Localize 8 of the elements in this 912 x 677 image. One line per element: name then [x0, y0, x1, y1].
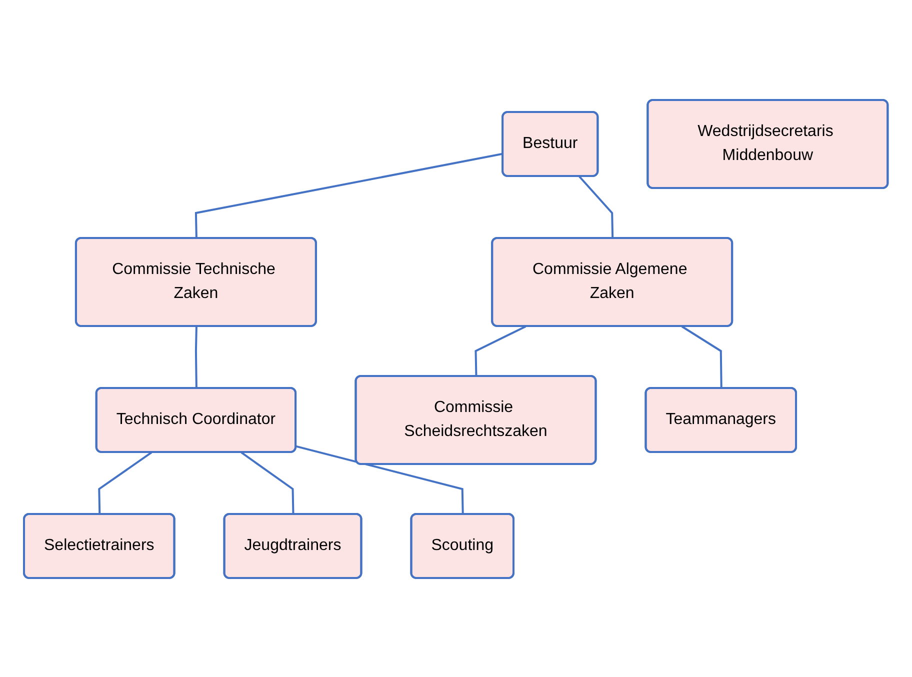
connector — [578, 175, 614, 238]
connector — [296, 444, 464, 514]
connector — [98, 451, 152, 514]
connector — [195, 326, 198, 388]
connector — [682, 325, 723, 388]
connector — [474, 325, 526, 376]
connector — [195, 152, 504, 238]
connector — [240, 451, 294, 514]
